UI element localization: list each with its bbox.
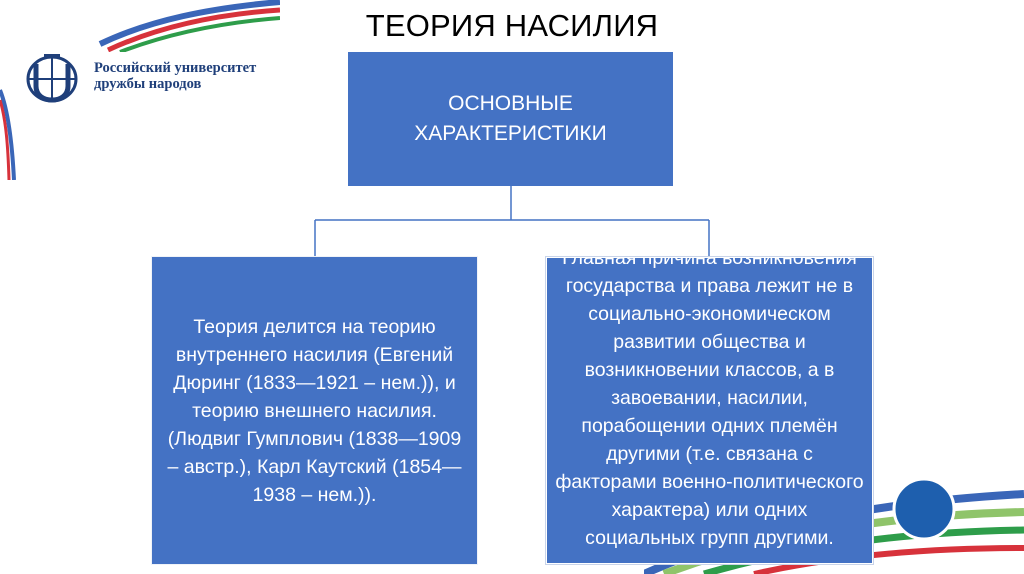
logo-line-1: Российский университет [94,60,257,76]
diagram-node-main-text: ОСНОВНЫЕ ХАРАКТЕРИСТИКИ [414,92,607,145]
logo-text: Российский университет дружбы народов [94,60,256,92]
rudn-emblem-icon [26,54,78,103]
diagram-node-right-text: Главная причина возникновения государств… [555,257,864,549]
university-logo: Российский университет дружбы народов [22,50,282,110]
diagram-node-main: ОСНОВНЫЕ ХАРАКТЕРИСТИКИ [348,52,673,186]
decorative-swoosh-top-left [98,0,280,52]
diagram-node-right: Главная причина возникновения государств… [545,256,874,565]
diagram-node-left: Теория делится на теорию внутреннего нас… [152,257,477,564]
logo-line-2: дружбы народов [94,76,202,92]
diagram-node-left-text: Теория делится на теорию внутреннего нас… [167,315,462,506]
page-title: ТЕОРИЯ НАСИЛИЯ [365,8,659,43]
decorative-stripes-left [0,89,16,180]
